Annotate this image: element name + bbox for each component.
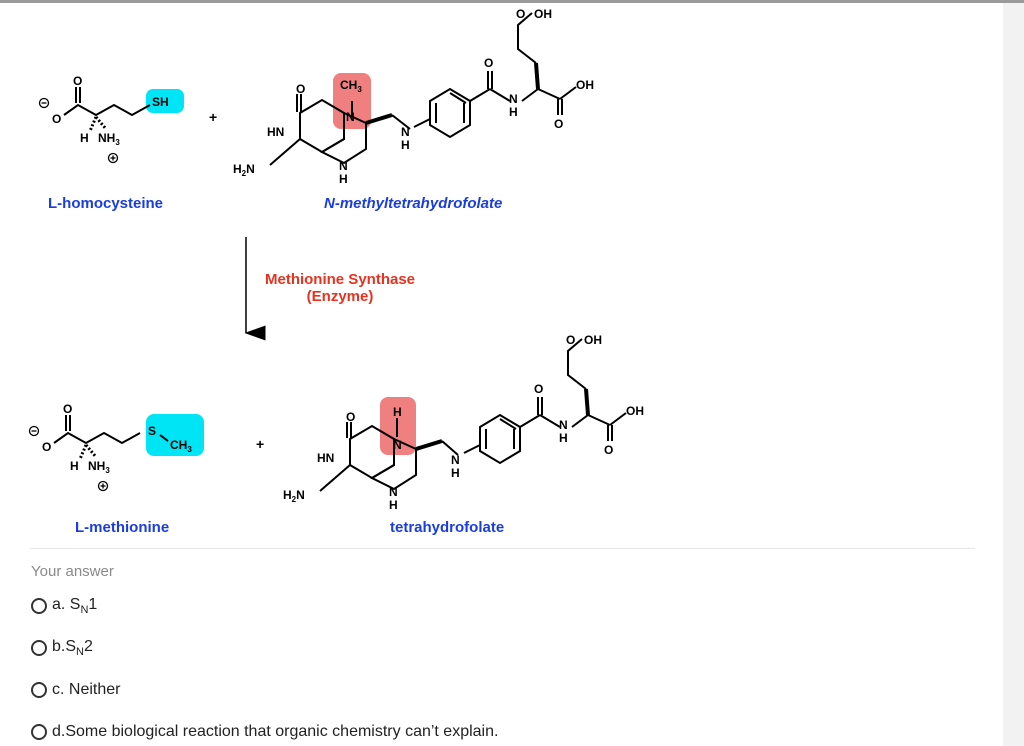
enzyme-note: (Enzyme)	[306, 288, 374, 305]
plus-sign-bottom: +	[256, 436, 264, 452]
enzyme-name: Methionine Synthase	[264, 271, 416, 288]
svg-text:H: H	[389, 498, 398, 512]
label-thf: tetrahydrofolate	[390, 519, 505, 536]
svg-text:NH3: NH3	[88, 459, 110, 475]
svg-text:S: S	[148, 424, 156, 438]
svg-text:N: N	[393, 438, 402, 452]
option-label: b.SN2	[52, 637, 93, 659]
thf-structure	[319, 338, 627, 492]
svg-text:O: O	[296, 82, 305, 96]
svg-text:N: N	[451, 453, 460, 467]
svg-text:H2N: H2N	[233, 162, 255, 178]
svg-text:O: O	[42, 440, 51, 454]
option-label: a. SN1	[52, 595, 98, 617]
section-divider	[30, 548, 975, 549]
thiol-highlight	[146, 89, 184, 113]
svg-text:N: N	[339, 159, 348, 173]
svg-text:HN: HN	[267, 125, 284, 139]
svg-text:H: H	[559, 431, 568, 445]
option-label: c. Neither	[52, 681, 121, 698]
svg-text:CH3: CH3	[340, 78, 362, 94]
svg-text:O: O	[534, 382, 543, 396]
homocysteine-structure	[63, 87, 184, 132]
methionine-structure	[53, 414, 204, 460]
svg-text:OH: OH	[534, 7, 552, 21]
question-card: O O H NH3 SH +	[0, 3, 1003, 746]
svg-text:H: H	[451, 466, 460, 480]
label-methionine: L-methionine	[75, 519, 170, 536]
svg-text:O: O	[484, 56, 493, 70]
svg-text:O: O	[73, 74, 82, 88]
svg-text:O: O	[566, 333, 575, 347]
window-top-border	[0, 0, 1024, 3]
svg-text:H: H	[80, 131, 89, 145]
svg-text:N: N	[509, 92, 518, 106]
radio-button[interactable]	[31, 598, 47, 614]
radio-button[interactable]	[31, 640, 47, 656]
svg-text:SH: SH	[152, 95, 169, 109]
svg-text:N: N	[389, 485, 398, 499]
label-homocysteine: L-homocysteine	[48, 195, 164, 212]
svg-text:O: O	[52, 112, 61, 126]
reaction-scheme-drawing: O O H NH3 SH +	[28, 7, 644, 512]
option-b[interactable]: b.SN2	[31, 636, 93, 660]
plus-sign-top: +	[209, 109, 217, 125]
methylthf-atoms: O CH3 N HN H2N N H N H O N H O OH OH O	[233, 7, 594, 186]
svg-text:OH: OH	[584, 333, 602, 347]
svg-text:HN: HN	[317, 451, 334, 465]
svg-text:N: N	[401, 125, 410, 139]
svg-text:H: H	[401, 138, 410, 152]
svg-text:O: O	[516, 7, 525, 21]
label-methylthf: N-methyltetrahydrofolate	[324, 195, 503, 212]
svg-text:OH: OH	[626, 404, 644, 418]
svg-text:H2N: H2N	[283, 488, 305, 504]
svg-text:NH3: NH3	[98, 131, 120, 147]
radio-button[interactable]	[31, 724, 47, 740]
svg-text:H: H	[509, 105, 518, 119]
homocysteine-charges	[38, 97, 119, 164]
svg-text:N: N	[559, 418, 568, 432]
svg-text:O: O	[63, 402, 72, 416]
methionine-atoms: O O H NH3 S CH3	[42, 402, 192, 475]
thf-atoms: O H N HN H2N N H N H O N H O OH OH O	[283, 333, 644, 512]
svg-text:H: H	[70, 459, 79, 473]
svg-text:O: O	[346, 410, 355, 424]
option-c[interactable]: c. Neither	[31, 678, 120, 702]
reaction-scheme: O O H NH3 SH +	[0, 3, 1003, 548]
homocysteine-atoms: O O H NH3 SH	[52, 74, 169, 147]
svg-text:N: N	[346, 110, 355, 124]
enzyme-label: Methionine Synthase (Enzyme)	[254, 271, 426, 305]
svg-text:H: H	[393, 405, 402, 419]
svg-text:H: H	[339, 172, 348, 186]
svg-text:O: O	[604, 443, 613, 457]
thioether-highlight	[146, 414, 204, 456]
option-a[interactable]: a. SN1	[31, 594, 97, 618]
option-label: d.Some biological reaction that organic …	[52, 723, 499, 740]
svg-text:CH3: CH3	[170, 438, 192, 454]
methylthf-structure	[269, 12, 577, 166]
methionine-charges	[28, 425, 109, 492]
svg-text:OH: OH	[576, 78, 594, 92]
answer-prompt: Your answer	[31, 563, 114, 580]
radio-button[interactable]	[31, 682, 47, 698]
svg-text:O: O	[554, 117, 563, 131]
option-d[interactable]: d.Some biological reaction that organic …	[31, 720, 498, 744]
